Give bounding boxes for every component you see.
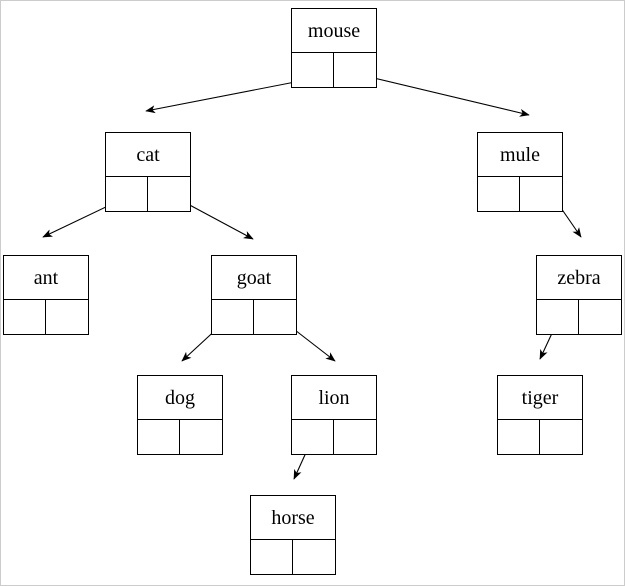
node-pointers-mule (478, 177, 562, 211)
node-left-pointer-zebra[interactable] (537, 300, 579, 334)
tree-node-dog[interactable]: dog (137, 375, 223, 455)
node-left-pointer-mule[interactable] (478, 177, 520, 211)
node-pointers-zebra (537, 300, 621, 334)
node-right-pointer-zebra[interactable] (579, 300, 621, 334)
node-right-pointer-mule[interactable] (520, 177, 562, 211)
node-left-pointer-dog[interactable] (138, 420, 180, 454)
node-pointers-mouse (292, 53, 376, 87)
node-left-pointer-mouse[interactable] (292, 53, 334, 87)
node-right-pointer-cat[interactable] (148, 177, 190, 211)
node-pointers-goat (212, 300, 296, 334)
node-label-mouse: mouse (292, 9, 376, 53)
node-label-zebra: zebra (537, 256, 621, 300)
node-right-pointer-mouse[interactable] (334, 53, 376, 87)
tree-node-lion[interactable]: lion (291, 375, 377, 455)
tree-node-goat[interactable]: goat (211, 255, 297, 335)
node-label-horse: horse (251, 496, 335, 540)
tree-node-cat[interactable]: cat (105, 132, 191, 212)
node-pointers-lion (292, 420, 376, 454)
node-right-pointer-ant[interactable] (46, 300, 88, 334)
node-left-pointer-goat[interactable] (212, 300, 254, 334)
tree-node-horse[interactable]: horse (250, 495, 336, 575)
node-left-pointer-tiger[interactable] (498, 420, 540, 454)
tree-edge-mouse-mule (352, 72, 530, 117)
node-right-pointer-lion[interactable] (334, 420, 376, 454)
node-right-pointer-goat[interactable] (254, 300, 296, 334)
node-label-goat: goat (212, 256, 296, 300)
tree-node-mouse[interactable]: mouse (291, 8, 377, 88)
node-left-pointer-lion[interactable] (292, 420, 334, 454)
tree-node-ant[interactable]: ant (3, 255, 89, 335)
node-pointers-ant (4, 300, 88, 334)
node-label-dog: dog (138, 376, 222, 420)
tree-node-tiger[interactable]: tiger (497, 375, 583, 455)
node-label-lion: lion (292, 376, 376, 420)
node-label-tiger: tiger (498, 376, 582, 420)
node-pointers-tiger (498, 420, 582, 454)
node-left-pointer-cat[interactable] (106, 177, 148, 211)
tree-node-zebra[interactable]: zebra (536, 255, 622, 335)
node-pointers-horse (251, 540, 335, 574)
node-label-ant: ant (4, 256, 88, 300)
node-right-pointer-dog[interactable] (180, 420, 222, 454)
node-left-pointer-ant[interactable] (4, 300, 46, 334)
node-left-pointer-horse[interactable] (251, 540, 293, 574)
node-right-pointer-tiger[interactable] (540, 420, 582, 454)
node-label-cat: cat (106, 133, 190, 177)
node-label-mule: mule (478, 133, 562, 177)
tree-node-mule[interactable]: mule (477, 132, 563, 212)
node-right-pointer-horse[interactable] (293, 540, 335, 574)
node-pointers-cat (106, 177, 190, 211)
node-pointers-dog (138, 420, 222, 454)
